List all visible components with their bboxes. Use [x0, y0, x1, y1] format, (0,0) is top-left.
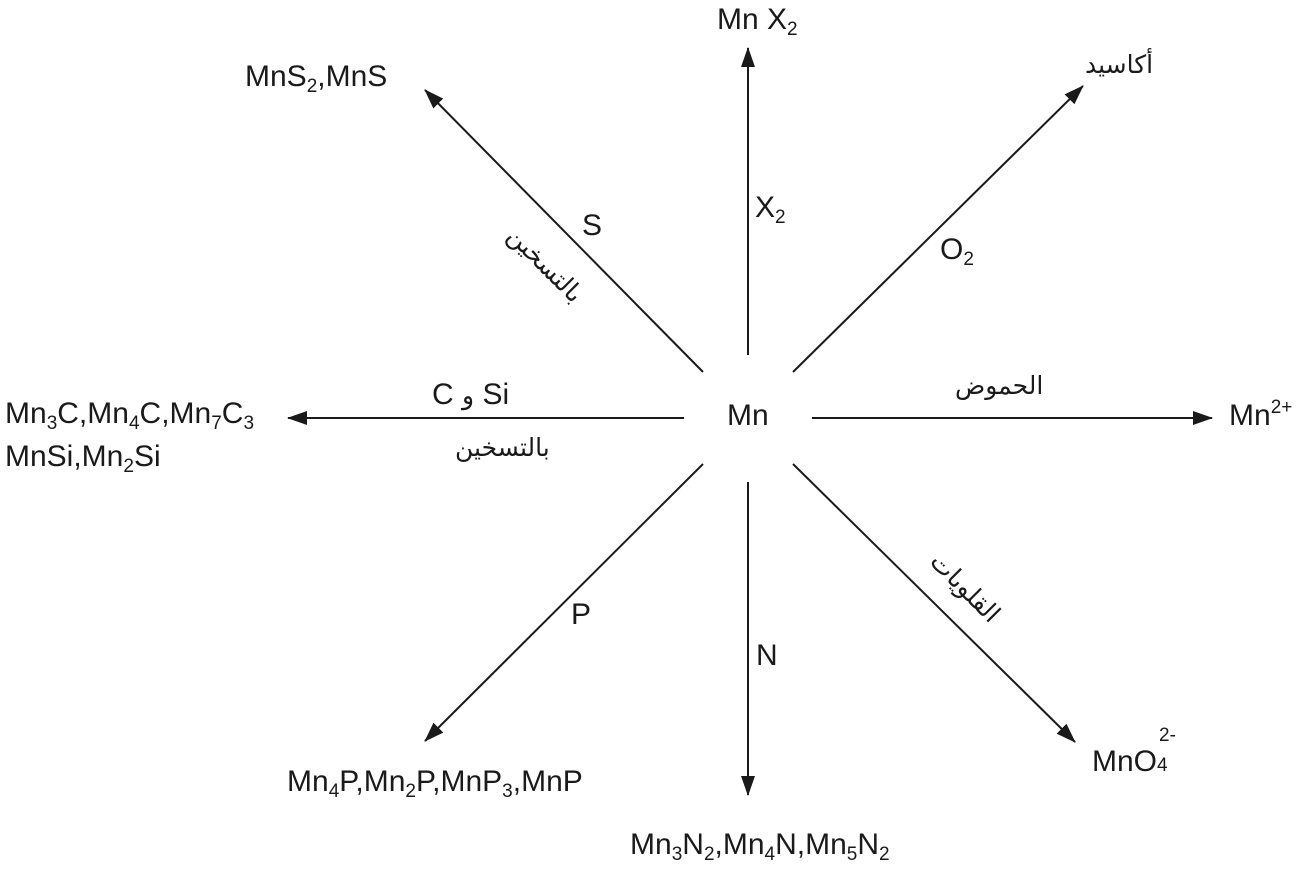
reagent-phosphorus: P	[571, 598, 592, 631]
reagent-oxygen: O2	[940, 233, 974, 270]
product-acid: Mn2+	[1229, 397, 1293, 432]
center-label: Mn	[727, 399, 769, 432]
arrow-upright-oxygen	[792, 85, 1084, 373]
reagent-halogen: X2	[755, 191, 786, 228]
reagent-carbon-silicon: C و Si	[432, 378, 510, 411]
product-nitrogen: Mn3N2,Mn4N,Mn5N2	[630, 828, 890, 865]
arrow-downright-alkali	[792, 463, 1076, 743]
product-phosphorus: Mn4P,Mn2P,MnP3,MnP	[287, 765, 583, 802]
product-carbon-silicon-line1: Mn3C,Mn4C,Mn7C3	[5, 397, 255, 434]
arrow-upleft-sulfur	[424, 89, 704, 373]
condition-carbon-silicon: بالتسخين	[455, 433, 550, 462]
product-carbon-silicon-line2: MnSi,Mn2Si	[5, 440, 161, 477]
reagent-nitrogen: N	[756, 639, 778, 672]
product-oxygen: أكاسيد	[1085, 50, 1154, 79]
arrow-downleft-phosphorus	[424, 463, 704, 742]
reagent-sulfur: S	[582, 209, 603, 242]
product-sulfur: MnS2,MnS	[245, 60, 388, 97]
product-halogen: Mn X2	[717, 3, 798, 40]
condition-acid: الحموض	[955, 371, 1044, 400]
